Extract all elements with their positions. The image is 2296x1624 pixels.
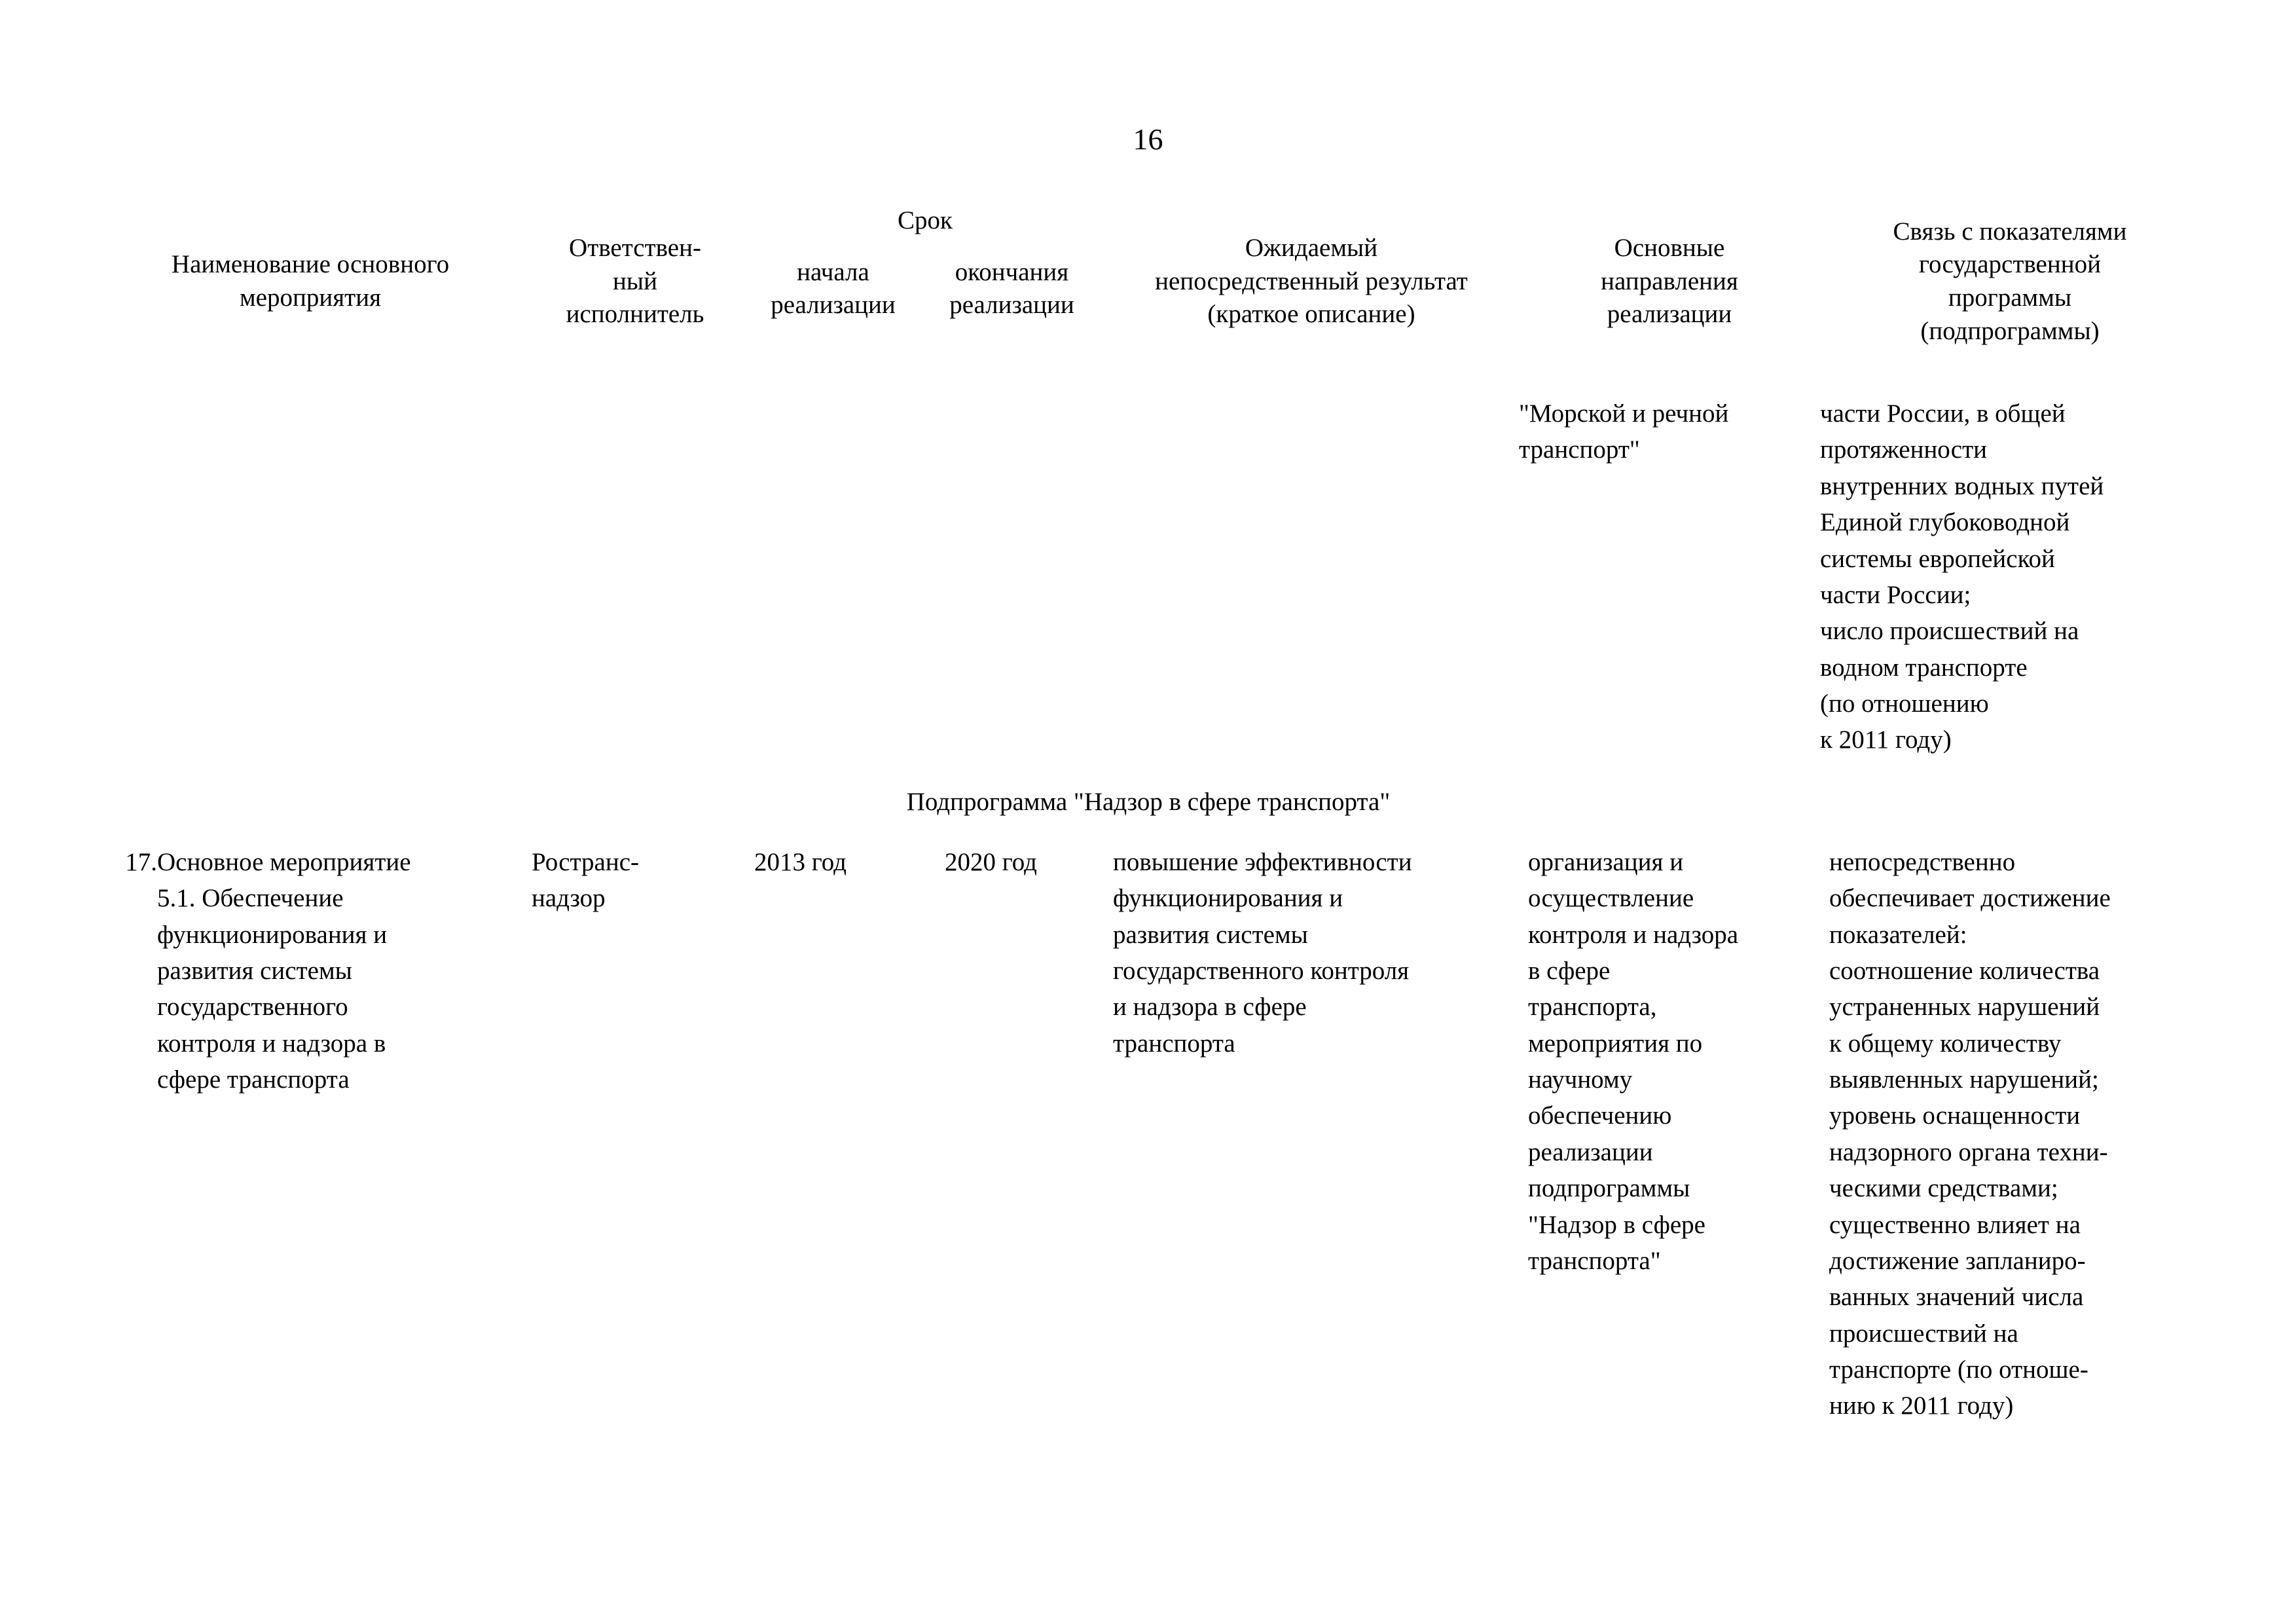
page-number: 16 bbox=[1133, 122, 1163, 156]
subprogram-banner-row: Подпрограмма "Надзор в сфере транспорта" bbox=[97, 758, 2200, 844]
cont-result bbox=[1104, 396, 1519, 758]
header-col-term-end: окончания реализации bbox=[949, 257, 1074, 320]
row-number: 17. bbox=[125, 847, 157, 876]
row-executor: Ространс- надзор bbox=[532, 847, 639, 913]
cont-directions: "Морской и речной транспорт" bbox=[1519, 399, 1729, 464]
header-col-term-group: Срок bbox=[898, 206, 953, 234]
header-col-link: Связь с показателями государственной про… bbox=[1893, 217, 2127, 345]
header-gap-row bbox=[97, 359, 2200, 396]
header-col-directions: Основные направления реализации bbox=[1601, 233, 1738, 329]
cont-term-start bbox=[746, 396, 920, 758]
cont-link: части России, в общей протяженности внут… bbox=[1820, 399, 2104, 754]
row-directions: организация и осуществление контроля и н… bbox=[1528, 847, 1739, 1275]
header-col-result: Ожидаемый непосредственный результат (кр… bbox=[1155, 233, 1468, 329]
header-col-name: Наименование основного мероприятия bbox=[171, 250, 450, 312]
spacer bbox=[97, 359, 2200, 396]
header-col-executor: Ответствен- ный исполнитель bbox=[566, 233, 704, 329]
row-term-end: 2020 год bbox=[945, 847, 1037, 876]
cont-number bbox=[97, 396, 157, 758]
subprogram-banner: Подпрограмма "Надзор в сфере транспорта" bbox=[906, 787, 1391, 816]
main-table: Наименование основного мероприятия Ответ… bbox=[97, 204, 2200, 1424]
table-row-continuation: "Морской и речной транспорт" части Росси… bbox=[97, 396, 2200, 758]
row-link: непосредственно обеспечивает достижение … bbox=[1829, 847, 2111, 1420]
cont-executor bbox=[524, 396, 746, 758]
header-col-term-start: начала реализации bbox=[771, 257, 896, 320]
row-result: повышение эффективности функционирования… bbox=[1113, 847, 1412, 1058]
table-header: Наименование основного мероприятия Ответ… bbox=[97, 204, 2200, 359]
cont-name bbox=[157, 396, 524, 758]
table-body: "Морской и речной транспорт" части Росси… bbox=[97, 359, 2200, 1424]
row-name: Основное мероприятие 5.1. Обеспечение фу… bbox=[157, 847, 411, 1094]
row-term-start: 2013 год bbox=[754, 847, 847, 876]
table-row: 17. Основное мероприятие 5.1. Обеспечени… bbox=[97, 844, 2200, 1424]
cont-term-end bbox=[920, 396, 1104, 758]
